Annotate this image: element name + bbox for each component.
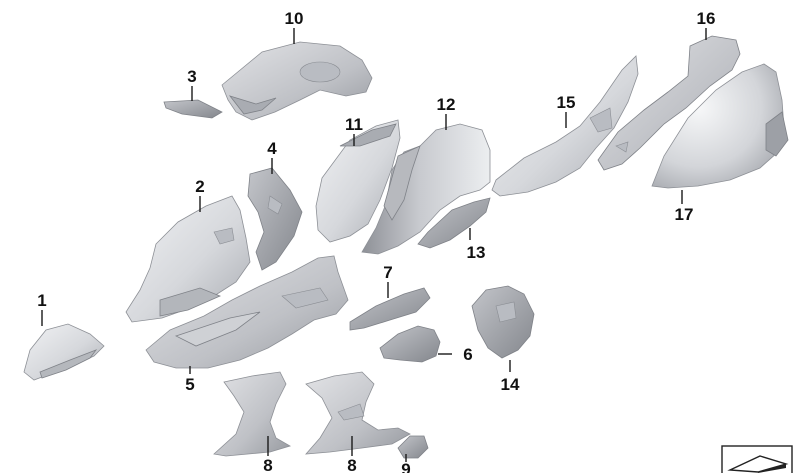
- part-5-lower-fairing: [145, 255, 349, 369]
- part-2-side-panel: [125, 195, 251, 323]
- callout-14: 14: [501, 375, 520, 394]
- callout-12: 12: [437, 95, 456, 114]
- callout-1: 1: [37, 291, 46, 310]
- callout-labels: 1 2 3 4 5 6 7 8 8 9 10 11 12 13 14 15 16…: [37, 9, 715, 473]
- part-14-knee-pad: [471, 285, 535, 359]
- callout-11: 11: [345, 115, 363, 134]
- callout-10: 10: [285, 9, 304, 28]
- part-15-tail-section: [491, 55, 639, 197]
- callout-8-right: 8: [347, 456, 356, 473]
- part-16-rear-rail: [597, 35, 741, 171]
- part-6-small-bracket: [379, 325, 441, 363]
- callout-leaders: [41, 28, 707, 462]
- callout-13: 13: [467, 243, 486, 262]
- callout-17: 17: [675, 205, 694, 224]
- part-13-trim: [417, 197, 491, 249]
- callout-6: 6: [463, 345, 472, 364]
- callout-8-left: 8: [263, 456, 272, 473]
- part-4-bracket: [247, 167, 303, 271]
- part-1-front-cap: [23, 323, 105, 381]
- callout-9: 9: [401, 460, 410, 473]
- part-8-belly-panel-left: [213, 371, 292, 457]
- part-9-clip: [397, 435, 429, 459]
- callout-15: 15: [557, 93, 576, 112]
- part-7-cover-strip: [349, 287, 431, 331]
- callout-3: 3: [187, 67, 196, 86]
- part-12-front-panel: [361, 123, 491, 255]
- part-8-belly-panel-right: [305, 371, 411, 455]
- callout-5: 5: [185, 375, 194, 394]
- corner-symbol: [721, 445, 793, 473]
- part-17-rear-cowl: [651, 63, 789, 189]
- callout-7: 7: [383, 263, 392, 282]
- callout-16: 16: [697, 9, 716, 28]
- part-10-tank-cover: [221, 41, 373, 121]
- callout-4: 4: [267, 139, 277, 158]
- callout-2: 2: [195, 177, 204, 196]
- part-3-badge: [163, 99, 223, 119]
